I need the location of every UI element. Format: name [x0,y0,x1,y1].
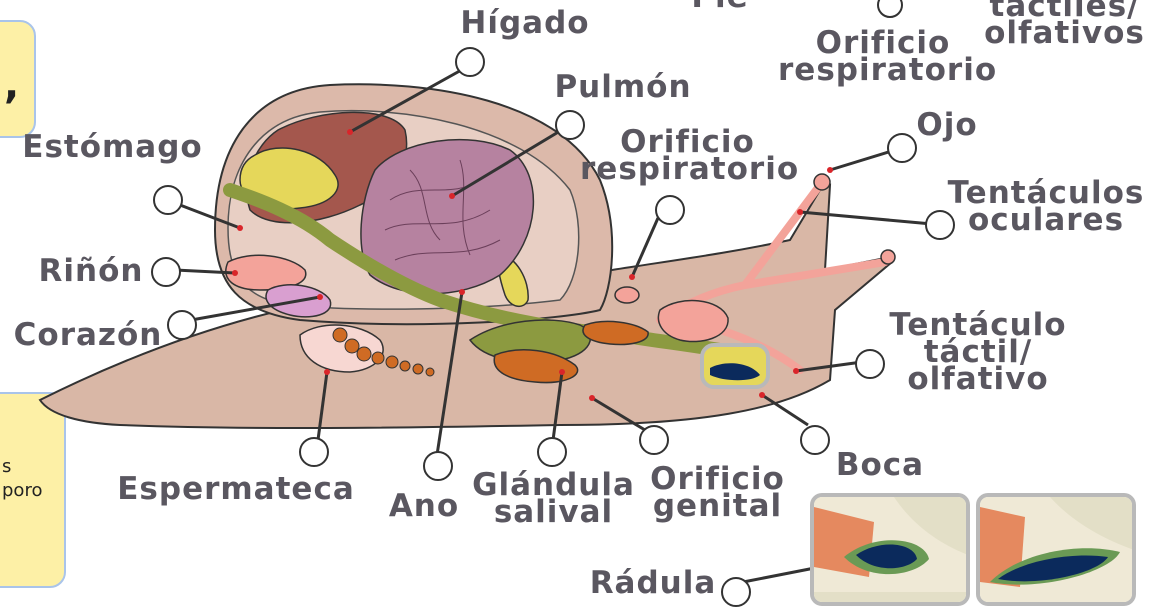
radula-inset-1-art [814,497,970,606]
tentacle-tip [881,250,895,264]
label-ano: Ano [384,493,464,520]
radula-inset-2 [976,493,1136,606]
label-boca: Boca [830,452,930,479]
label-orificio-top: Orificio respiratorio [778,30,988,84]
eye-spot [814,174,830,190]
label-estomago: Estómago [10,134,215,161]
radula-inset-1 [810,493,970,606]
label-tentaculo-tactil: Tentáculo táctil/ olfativo [888,312,1068,393]
label-glandula: Glándula salival [466,472,641,526]
label-corazon: Corazón [8,322,168,349]
radula-inset-2-art [980,497,1136,606]
label-pulmon: Pulmón [548,74,698,101]
label-tactiles-top: táctiles/ olfativos [982,0,1147,47]
cerebral-ganglion [658,301,728,342]
label-orificio: Orificio respiratorio [580,129,795,183]
label-pie: Pie [690,0,750,11]
label-espermateca: Espermateca [116,476,356,503]
label-rinon: Riñón [36,258,146,285]
label-higado: Hígado [445,10,605,37]
label-ojo: Ojo [912,112,982,139]
pointer-ojo [830,150,895,170]
label-tentaculos-oculares: Tentáculos oculares [946,180,1146,234]
respiratory-pore [615,287,639,303]
label-radula: Rádula [583,570,723,597]
label-orificio-genital: Orificio genital [645,466,790,520]
